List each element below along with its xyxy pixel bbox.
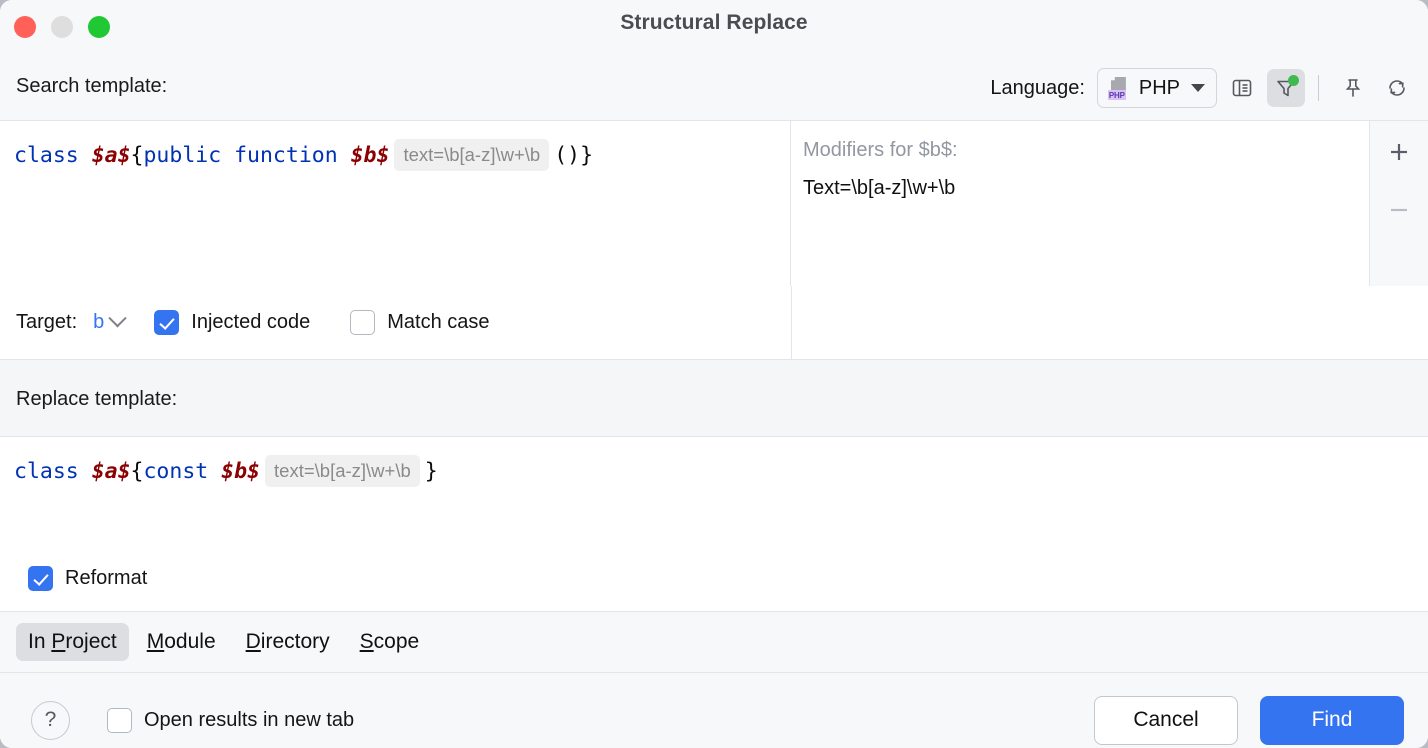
modifiers-title: Modifiers for $b$: <box>803 139 958 161</box>
injected-code-checkbox-box[interactable] <box>154 310 180 335</box>
cancel-button[interactable]: Cancel <box>1094 695 1238 745</box>
reset-icon[interactable] <box>1378 69 1416 107</box>
search-template-header: Search template: Language: PHP PHP <box>0 54 1428 120</box>
scope-tab-in-project[interactable]: In Project <box>16 623 129 661</box>
reformat-checkbox[interactable]: Reformat <box>28 565 148 591</box>
reformat-checkbox-box[interactable] <box>28 565 53 591</box>
view-variables-panel-icon[interactable] <box>1223 69 1261 107</box>
search-template-label: Search template: <box>16 75 168 97</box>
match-case-checkbox[interactable]: Match case <box>350 310 490 335</box>
footer-actions: Cancel Find <box>1094 695 1404 745</box>
php-file-icon: PHP <box>1107 76 1130 100</box>
replace-template-code: class $a$ { const $b$ text=\b[a-z]\w+\b … <box>14 455 438 487</box>
code-token-brace-open: { <box>130 458 144 484</box>
match-case-label: Match case <box>387 311 490 333</box>
inline-filter-badge[interactable]: text=\b[a-z]\w+\b <box>394 139 550 171</box>
scope-tabs: In Project Module Directory Scope <box>0 611 1428 673</box>
reformat-label: Reformat <box>65 566 148 589</box>
language-select[interactable]: PHP PHP <box>1096 68 1217 108</box>
find-button[interactable]: Find <box>1260 695 1404 745</box>
search-template-body: class $a$ { public function $b$ text=\b[… <box>0 120 1428 286</box>
language-toolbar: Language: PHP PHP <box>990 68 1416 108</box>
filter-icon[interactable] <box>1267 69 1305 107</box>
code-token-keyword: class <box>14 142 79 168</box>
replace-template-editor[interactable]: class $a$ { const $b$ text=\b[a-z]\w+\b … <box>0 437 1428 545</box>
title-bar: Structural Replace <box>0 0 1428 54</box>
window-controls <box>14 16 110 38</box>
code-token-variable-a: $a$ <box>91 142 131 168</box>
help-icon[interactable]: ? <box>31 700 70 740</box>
minimize-window-button[interactable] <box>51 16 73 38</box>
match-case-checkbox-box[interactable] <box>350 310 376 335</box>
maximize-window-button[interactable] <box>88 16 110 38</box>
pin-icon[interactable] <box>1334 69 1372 107</box>
modifiers-buttons <box>1370 121 1428 286</box>
code-token-variable-b: $b$ <box>350 142 390 168</box>
chevron-down-icon <box>1191 84 1205 92</box>
chevron-down-icon[interactable] <box>108 309 127 328</box>
open-results-new-tab-checkbox[interactable]: Open results in new tab <box>107 707 355 733</box>
injected-code-checkbox[interactable]: Injected code <box>154 310 310 335</box>
dialog-title: Structural Replace <box>620 11 808 34</box>
modifiers-value[interactable]: Text=\b[a-z]\w+\b <box>803 177 956 199</box>
dialog-footer: ? Open results in new tab Cancel Find <box>0 673 1428 748</box>
search-template-editor[interactable]: class $a$ { public function $b$ text=\b[… <box>0 121 791 286</box>
open-results-new-tab-checkbox-box[interactable] <box>107 707 132 733</box>
code-token-brace-open: { <box>130 142 144 168</box>
add-modifier-button[interactable] <box>1370 135 1428 169</box>
search-options-row: Target: b Injected code Match case <box>0 286 1428 359</box>
options-row-filler <box>792 286 1428 359</box>
open-results-new-tab-label: Open results in new tab <box>144 708 355 731</box>
code-token-variable-b: $b$ <box>221 458 261 484</box>
target-label: Target: <box>16 311 78 333</box>
code-token-variable-a: $a$ <box>91 458 131 484</box>
reformat-row: Reformat <box>0 545 1428 611</box>
search-template-code: class $a$ { public function $b$ text=\b[… <box>14 139 593 171</box>
target-value[interactable]: b <box>93 311 105 333</box>
toolbar-divider <box>1318 75 1319 101</box>
code-token-tail: } <box>424 458 438 484</box>
code-token-const: const <box>143 458 209 484</box>
code-token-tail: ()} <box>554 142 594 168</box>
injected-code-label: Injected code <box>191 311 311 333</box>
scope-tab-scope[interactable]: Scope <box>359 630 420 653</box>
replace-template-label: Replace template: <box>16 388 178 410</box>
code-token-keyword: class <box>14 458 79 484</box>
language-label: Language: <box>990 76 1085 99</box>
filter-active-badge <box>1288 75 1299 86</box>
language-value: PHP <box>1138 76 1180 99</box>
remove-modifier-button[interactable] <box>1370 193 1428 227</box>
replace-template-header: Replace template: <box>0 359 1428 437</box>
code-token-public-function: public function <box>143 142 338 168</box>
inline-filter-badge[interactable]: text=\b[a-z]\w+\b <box>265 455 420 487</box>
modifiers-panel[interactable]: Modifiers for $b$: Text=\b[a-z]\w+\b <box>791 121 1370 286</box>
close-window-button[interactable] <box>14 16 36 38</box>
scope-tab-directory[interactable]: Directory <box>245 630 330 653</box>
scope-tab-module[interactable]: Module <box>146 630 216 653</box>
